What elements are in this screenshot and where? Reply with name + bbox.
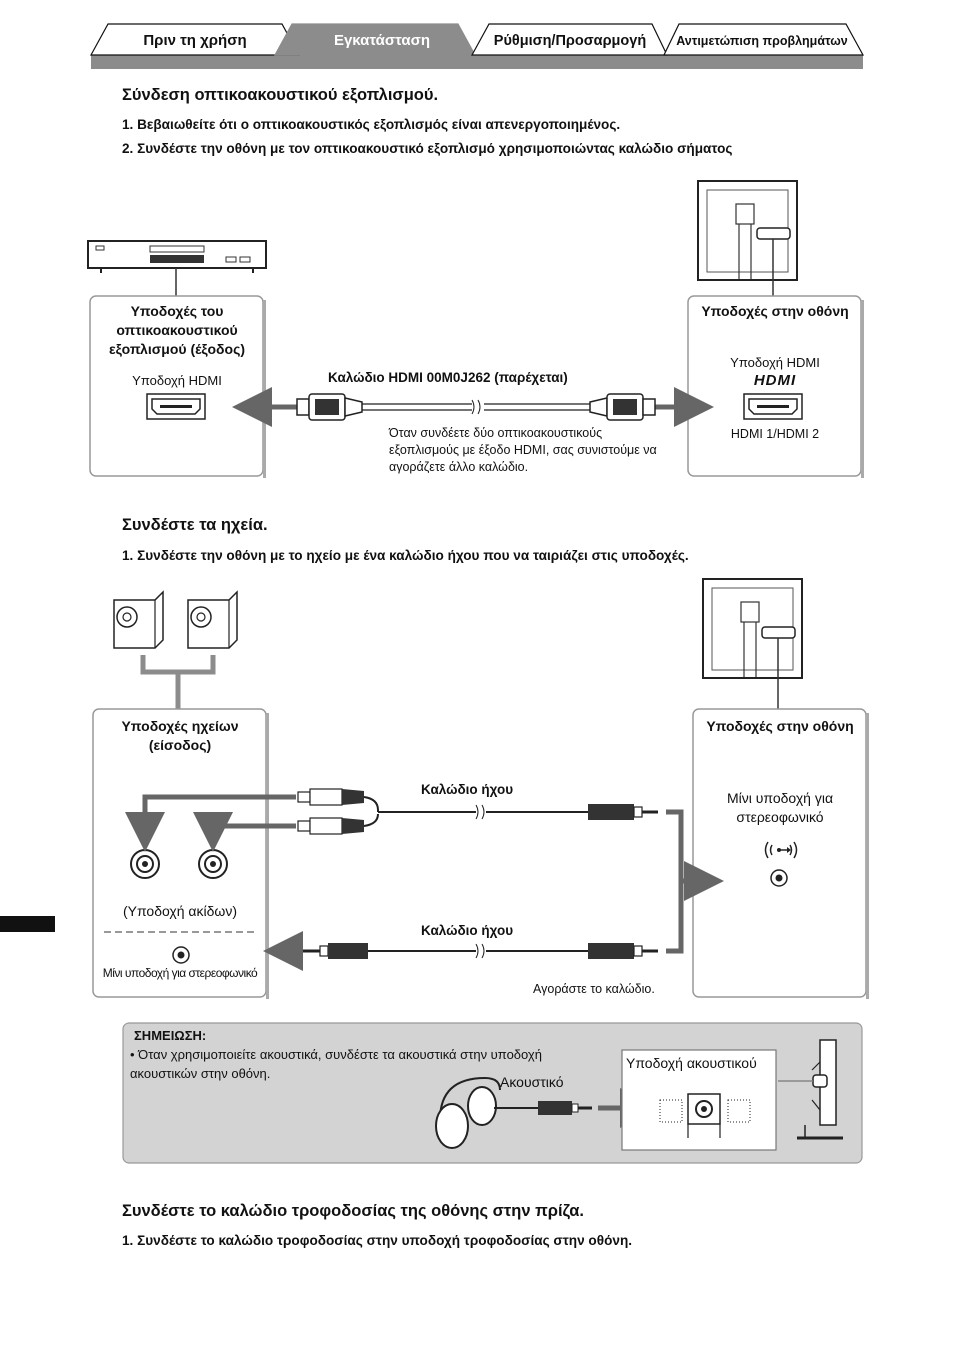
nav-tab-bar [89,23,865,69]
hdmi-cable-icon [296,393,656,421]
speaker-step-1: 1. Συνδέστε την οθόνη με το ηχείο με ένα… [122,548,689,563]
mini-jack-icon-speaker [172,946,190,964]
hdmi-cable-note: Όταν συνδέετε δύο οπτικοακουστικούς εξοπ… [389,426,657,474]
rca-jack-icon-left [130,849,160,879]
dvd-player-icon [87,240,267,273]
monitor-input-box-2 [692,708,867,998]
section-heading-power: Συνδέστε το καλώδιο τροφοδοσίας της οθόν… [122,1202,584,1220]
monitor-icon-top [697,180,798,281]
tab-settings[interactable]: Ρύθμιση/Προσαρμογή [493,33,647,49]
tab-troubleshooting[interactable]: Αντιμετώπιση προβλημάτων [676,34,848,48]
speaker-icon-left [113,590,164,649]
note-title: ΣΗΜΕΙΩΣΗ: [134,1028,207,1043]
mini-jack-icon-monitor [770,869,788,887]
pin-jack-label: (Υποδοχή ακίδων) [122,903,238,919]
tab-shape-installation[interactable] [273,23,477,56]
side-marker [0,916,55,932]
tab-installation[interactable]: Εγκατάσταση [333,32,431,49]
headphone-jack-label: Υποδοχή ακουστικού [626,1055,757,1071]
av-port-label: Υποδοχή HDMI [132,373,222,388]
power-step-1: 1. Συνδέστε το καλώδιο τροφοδοσίας στην … [122,1233,633,1248]
tab-before-use[interactable]: Πριν τη χρήση [143,32,247,49]
speaker-mini-jack-label: Μίνι υποδοχή για στερεοφωνικό [102,966,258,980]
monitor-side-icon [778,1039,843,1140]
monitor-hdmi-ports: HDMI 1/HDMI 2 [730,427,820,441]
section-heading-speakers: Συνδέστε τα ηχεία. [122,516,268,534]
av-step-2: 2. Συνδέστε την οθόνη με τον οπτικοακουσ… [122,141,733,156]
headphone-label: Ακουστικό [500,1074,564,1090]
monitor-port-label-1: Υποδοχή HDMI [730,355,820,370]
monitor-box-title-1: Υποδοχές στην οθόνη [701,303,849,319]
speaker-icon-right [187,590,238,649]
tab-shape-settings[interactable] [470,23,668,56]
mini-audio-cable-icon [303,943,658,959]
monitor-box-title-2: Υποδοχές στην οθόνη [706,718,854,734]
hdmi-cable-label: Καλώδιο HDMI 00M0J262 (παρέχεται) [328,370,568,385]
hdmi-port-icon [146,393,206,420]
purchase-cable-note: Αγοράστε το καλώδιο. [533,982,655,996]
rca-jack-icon-right [198,849,228,879]
audio-cable-label-2: Καλώδιο ήχου [421,923,514,938]
av-step-1: 1. Βεβαιωθείτε ότι ο οπτικοακουστικός εξ… [122,117,621,132]
hdmi-logo: HDMI [753,372,797,389]
headphones-icon [435,1076,592,1149]
headphone-symbol-icon [764,841,798,859]
hdmi-port-icon-monitor [743,393,803,420]
tab-shape-before-use[interactable] [89,23,301,56]
monitor-icon-speakers [702,578,803,679]
section-heading-av: Σύνδεση οπτικοακουστικού εξοπλισμού. [122,86,439,104]
av-box-title: Υποδοχές του οπτικοακουστικού εξοπλισμού… [108,303,246,357]
speaker-box-title: Υποδοχές ηχείων (είσοδος) [121,718,239,753]
headphone-jack-icon [659,1093,751,1138]
monitor-mini-jack-label: Μίνι υποδοχή για στερεοφωνικό [726,790,834,825]
note-text: • Όταν χρησιμοποιείτε ακουστικά, συνδέστ… [130,1047,542,1081]
audio-cable-label-1: Καλώδιο ήχου [421,782,514,797]
rca-cable-icon [297,788,658,835]
tab-shape-troubleshooting[interactable] [663,23,865,56]
